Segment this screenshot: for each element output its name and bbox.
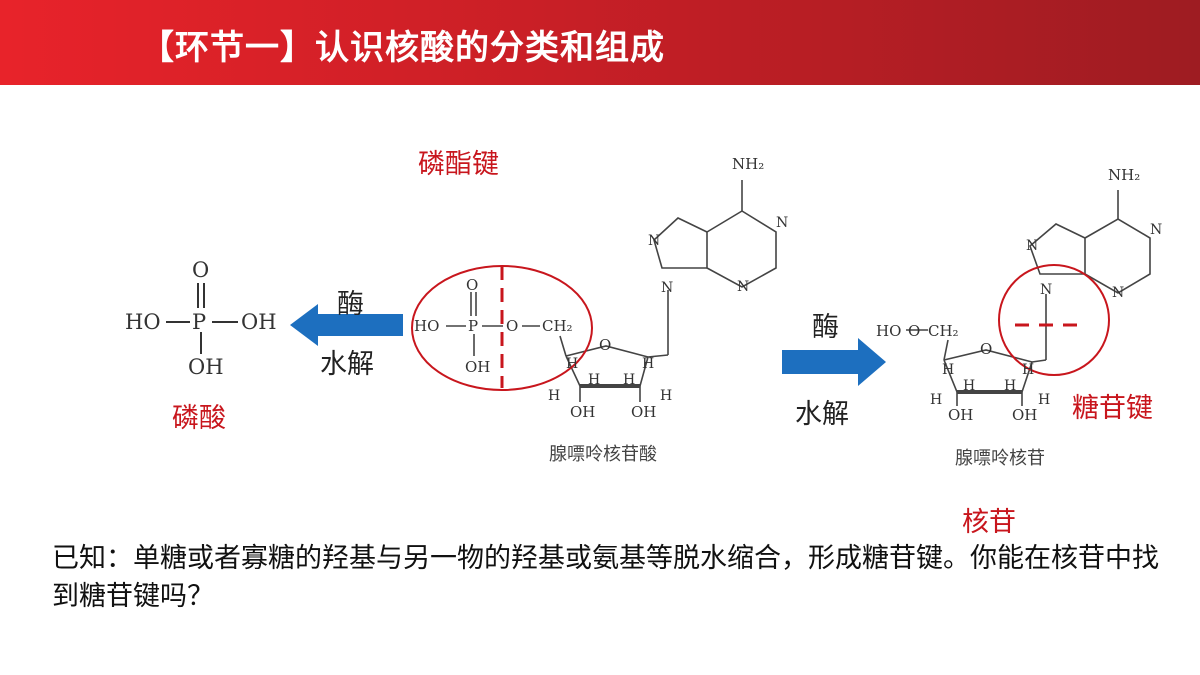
amp-caption: 腺嘌呤核苷酸 [549,444,657,465]
amp-n7: N [648,233,661,249]
ado-ch2: CH₂ [928,322,959,340]
phosphoric-acid-structure [166,283,238,354]
ado-n7: N [1026,238,1039,254]
amp-h-5: H [548,388,561,404]
nucleoside-label: 核苷 [962,507,1016,538]
amp-n1: N [776,215,789,231]
ado-h-1: H [942,362,955,378]
amp-ho: HO [414,317,440,335]
amp-h-3: H [588,372,601,388]
ado-h-3: H [963,378,976,394]
header-banner: 【环节一】认识核酸的分类和组成 [0,0,1200,85]
adenosine-caption: 腺嘌呤核苷 [955,448,1045,469]
phosphate-o-label: O [192,258,210,282]
amp-ch2: CH₂ [542,317,573,335]
hydrolysis-left-label: 水解 [320,349,374,380]
phosphoric-acid-label: 磷酸 [172,403,226,434]
amp-nh2: NH₂ [732,155,765,173]
amp-oh-2: OH [570,403,596,421]
amp-h-4: H [623,372,636,388]
amp-n9: N [661,280,674,296]
ado-n1: N [1150,222,1163,238]
amp-ring-o: O [599,336,612,354]
amp-oh-phosphate: OH [465,358,491,376]
hydrolysis-right-label: 水解 [795,399,849,430]
amp-o-bridge: O [506,317,519,335]
amp-h-1: H [566,356,579,372]
glycosidic-highlight-circle [998,264,1110,376]
ado-ho: HO [876,322,902,340]
hydrolysis-arrow-left [290,304,403,346]
question-paragraph: 已知：单糖或者寡糖的羟基与另一物的羟基或氨基等脱水缩合，形成糖苷键。你能在核苷中… [52,543,1159,612]
phosphate-p-label: P [192,310,207,334]
ado-oh-3: OH [1012,406,1038,424]
ado-oh-2: OH [948,406,974,424]
ado-n9: N [1040,282,1053,298]
amp-n3: N [737,279,750,295]
phosphate-oh-right-label: OH [241,310,277,334]
ado-ring-o: O [980,340,993,358]
phosphate-ho-label: HO [125,310,161,334]
hydrolysis-arrow-right [782,338,886,386]
enzyme-left-label: 酶 [337,289,364,320]
phosphodiester-bond-label: 磷酯键 [418,149,499,180]
ado-nh2: NH₂ [1108,166,1141,184]
phosphate-oh-bottom-label: OH [188,355,224,379]
ado-h-6: H [1038,392,1051,408]
ado-h-4: H [1004,378,1017,394]
amp-oh-3: OH [631,403,657,421]
enzyme-right-label: 酶 [812,312,839,343]
ado-o: O [908,322,921,340]
amp-o-top: O [466,276,479,294]
ado-h-5: H [930,392,943,408]
ado-n3: N [1112,285,1125,301]
amp-phosphate-bonds [446,292,567,357]
glycosidic-bond-label: 糖苷键 [1072,393,1153,424]
ado-h-2: H [1022,362,1035,378]
amp-h-6: H [660,388,673,404]
amp-adenine [653,180,777,288]
amp-h-2: H [642,356,655,372]
amp-p: P [468,317,479,335]
page-title: 【环节一】认识核酸的分类和组成 [140,28,665,68]
amp-ribose-ring [565,290,669,402]
